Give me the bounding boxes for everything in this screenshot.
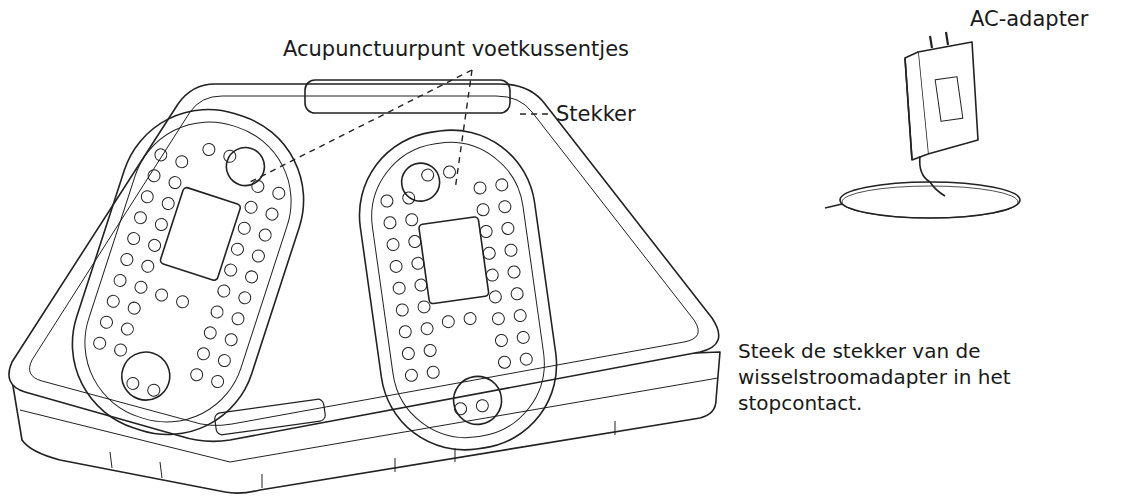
top-rim: [30, 96, 699, 425]
leader-lines: [250, 70, 550, 190]
part-label: Stekker: [556, 101, 696, 128]
instruction-note: Steek de stekker van de wisselstroomadap…: [738, 338, 1128, 416]
part-label: AC-adapter: [970, 6, 1128, 33]
front-grip: [214, 398, 326, 435]
part-label: Acupunctuurpunt voetkussentjes: [283, 36, 753, 63]
top-surface: [9, 84, 719, 441]
left-foot-pad: [50, 87, 327, 458]
ac-adapter: [825, 32, 1020, 218]
handle-slot: [305, 80, 510, 113]
massage-nodules: [83, 128, 538, 421]
